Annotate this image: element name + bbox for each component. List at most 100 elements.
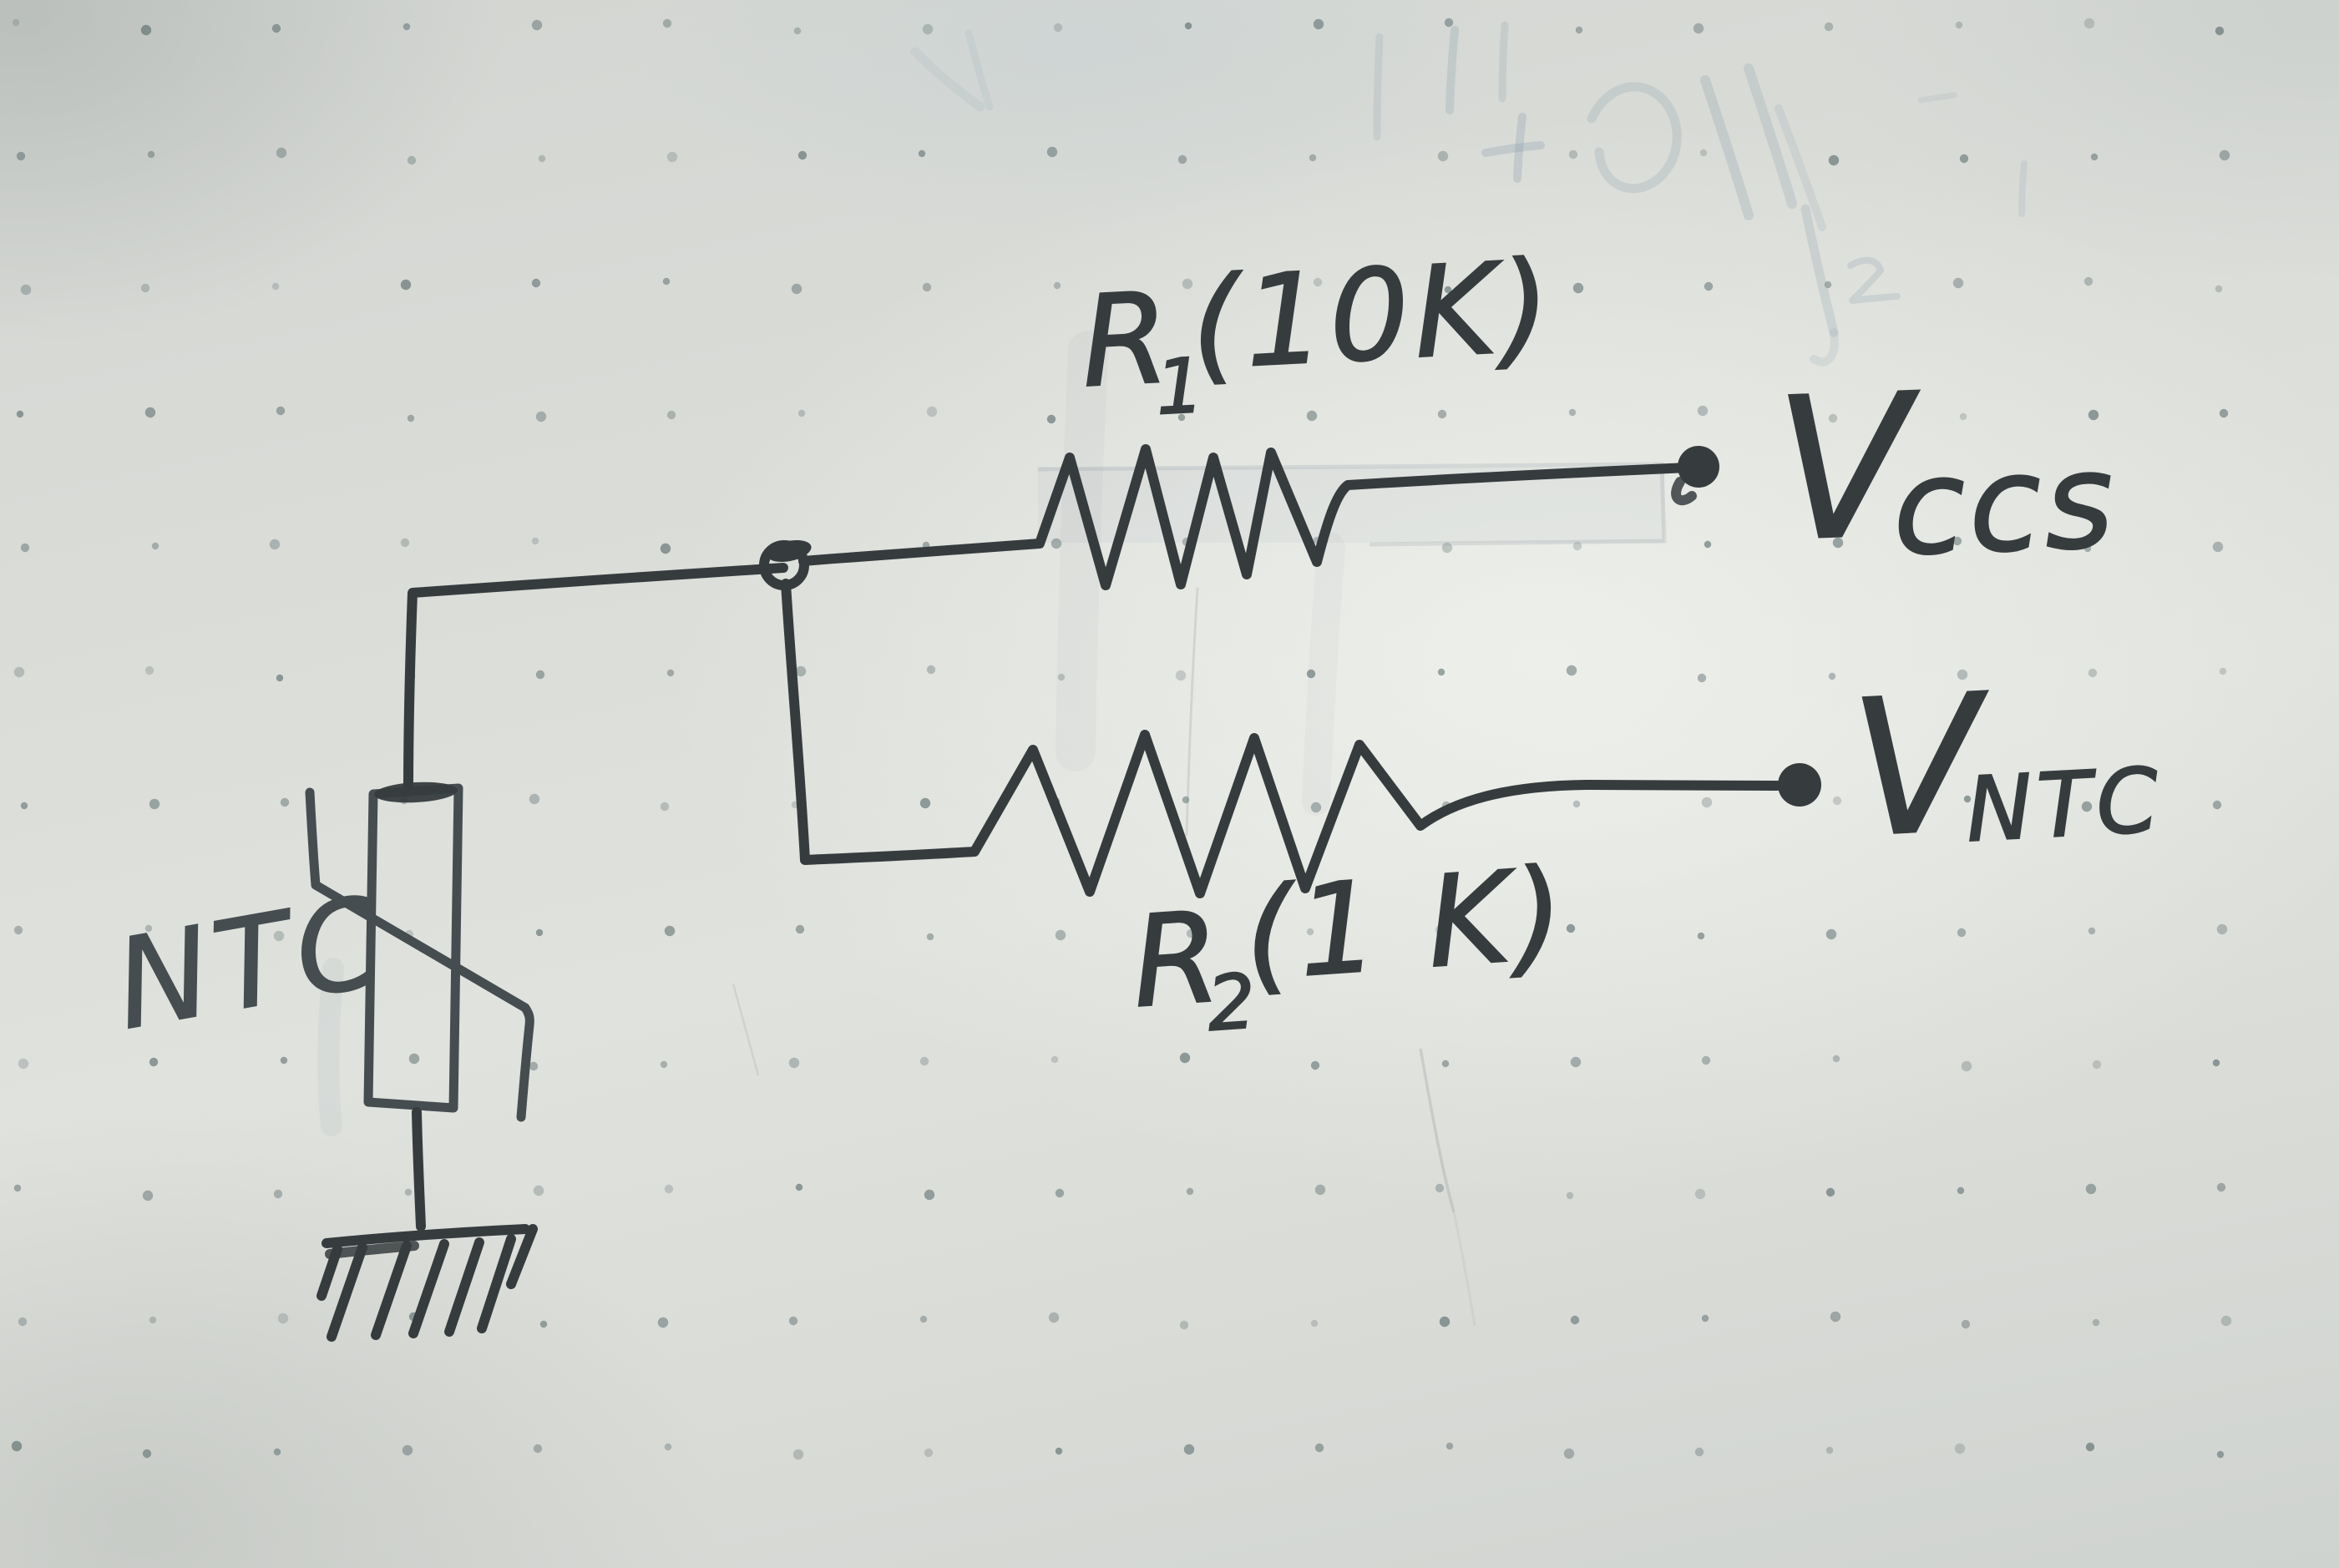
grid-dot <box>926 406 938 417</box>
grid-dot <box>18 1317 28 1327</box>
grid-dot <box>788 1316 798 1326</box>
grid-dot <box>11 1440 23 1452</box>
grid-dot <box>276 406 286 416</box>
grid-dot <box>1959 412 1967 421</box>
grid-dot <box>1051 538 1062 549</box>
ghost-smudge <box>910 47 985 112</box>
terminal-dot-tail <box>1671 477 1697 506</box>
label-vntc: V NTC <box>1845 653 2167 881</box>
grid-dot <box>1704 540 1712 549</box>
grid-dot <box>1182 278 1193 290</box>
grid-dot <box>792 1449 804 1460</box>
graphite-smear <box>1302 533 1345 816</box>
grid-dot <box>1175 670 1187 681</box>
grid-dot <box>2215 26 2225 36</box>
grid-dot <box>2088 927 2096 935</box>
grid-dot <box>2085 1183 2097 1195</box>
grid-dot <box>144 924 153 933</box>
grid-dot <box>13 925 23 935</box>
grid-dot <box>2219 149 2230 161</box>
grid-dot <box>1437 668 1445 676</box>
grid-dot <box>1186 1187 1194 1196</box>
terminal-dot-vccs <box>1678 446 1719 488</box>
ghost-dash <box>1917 92 1957 104</box>
grid-dot <box>1694 1447 1704 1457</box>
grid-dot <box>918 149 926 158</box>
grid-dot <box>144 407 156 418</box>
grid-dot <box>2216 1450 2225 1459</box>
label-r2: R 2 (1 K) <box>1126 841 1574 1050</box>
grid-dot <box>1952 536 1962 546</box>
grid-dot <box>1828 672 1836 680</box>
grid-dot <box>1184 22 1192 30</box>
ground-hatch <box>327 1242 367 1342</box>
grid-dot <box>151 542 159 550</box>
grid-dot <box>1832 537 1844 549</box>
grid-dot <box>922 282 932 292</box>
grid-dot <box>664 1443 672 1451</box>
label-ntc: NTC <box>105 868 400 1057</box>
eraser-smudges <box>317 21 2028 1327</box>
grid-dot <box>1313 18 1324 30</box>
grid-dot <box>1314 1443 1324 1453</box>
grid-dot <box>1961 1060 1972 1072</box>
junction-ink-blob <box>767 539 812 563</box>
grid-dot <box>660 802 670 812</box>
grid-dot <box>1046 146 1058 158</box>
grid-dot <box>402 23 411 31</box>
grid-dot <box>2083 276 2093 286</box>
grid-dot <box>2212 800 2222 810</box>
grid-dot <box>1697 932 1705 940</box>
grid-dot <box>2220 1315 2232 1327</box>
grid-dot <box>1704 281 1714 291</box>
grid-dot <box>1051 1055 1059 1064</box>
grid-dot <box>1570 1315 1580 1325</box>
grid-dot <box>1306 410 1318 422</box>
grid-dot <box>142 1190 154 1201</box>
grid-dot <box>2092 1060 2102 1070</box>
label-r2-subscript: 2 <box>1204 958 1258 1049</box>
grid-dot <box>2088 409 2099 421</box>
grid-dot <box>1828 154 1840 166</box>
label-r2-name: R <box>1127 885 1224 1036</box>
grid-dot <box>657 1317 669 1328</box>
ghost-loop <box>1587 82 1682 194</box>
label-r1-subscript: 1 <box>1154 342 1207 432</box>
grid-dot <box>1441 1060 1450 1068</box>
grid-dot <box>664 1184 674 1194</box>
ntc-strike <box>305 787 534 1122</box>
ghost-smudge <box>964 29 994 111</box>
resistor-r1-zigzag <box>798 444 1693 590</box>
ground-hatch <box>316 1244 342 1301</box>
ntc-top-ink <box>374 781 458 803</box>
grid-dot <box>1572 282 1584 294</box>
grid-dot <box>1053 281 1061 290</box>
grid-dot <box>277 1313 289 1324</box>
grid-dot <box>273 1448 281 1456</box>
grid-dot <box>795 665 807 677</box>
grid-dot <box>662 18 672 28</box>
grid-dot <box>533 1185 544 1196</box>
grid-dot <box>666 669 675 677</box>
grid-dot <box>16 410 24 418</box>
grid-dot <box>1186 928 1196 938</box>
grid-dot <box>2085 1442 2095 1452</box>
ghost-tick <box>2018 160 2028 217</box>
grid-dot <box>1179 1320 1189 1330</box>
grid-dot <box>535 670 545 680</box>
grid-dot <box>1053 23 1063 33</box>
grid-dot <box>664 925 676 937</box>
grid-dot <box>149 798 160 810</box>
grid-dot <box>1566 923 1576 933</box>
grid-dot <box>1699 149 1708 157</box>
erased-box-outline <box>1037 462 1667 547</box>
ghost-descender-hook <box>1810 328 1839 367</box>
grid-dot <box>662 277 671 286</box>
label-vntc-subscript: NTC <box>1963 749 2165 862</box>
ground-hatch <box>371 1241 412 1340</box>
grid-dot <box>2216 1182 2226 1192</box>
grid-dot <box>276 147 287 159</box>
label-vccs: V ccs <box>1771 352 2120 586</box>
grid-dot <box>2090 153 2099 161</box>
grid-dot <box>1955 21 1963 29</box>
